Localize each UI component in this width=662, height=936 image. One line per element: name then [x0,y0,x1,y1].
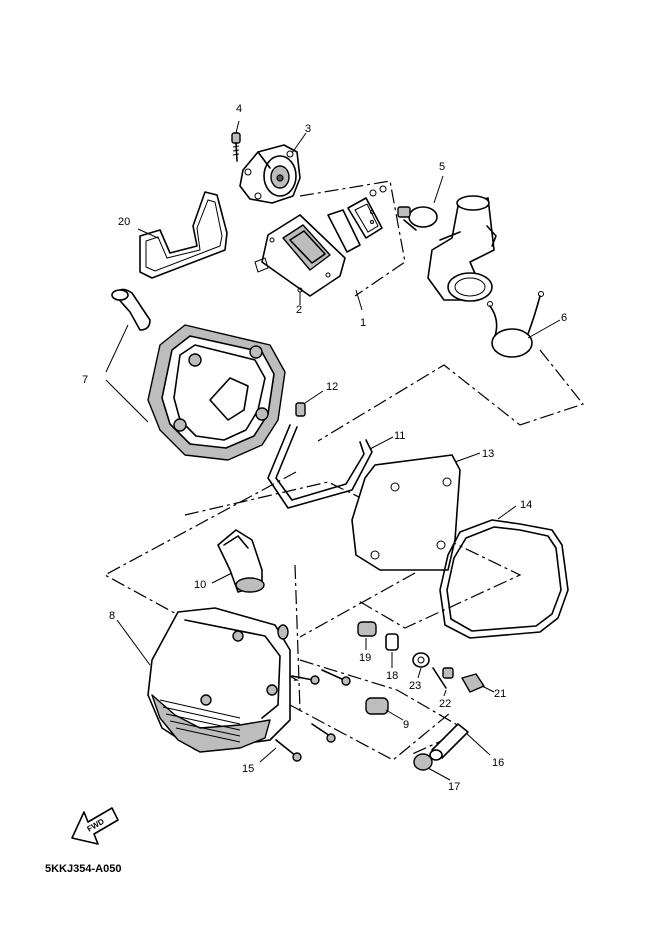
callout-19: 19 [359,652,371,664]
callout-4: 4 [236,103,242,115]
callout-12: 12 [326,381,338,393]
callout-20: 20 [118,216,130,228]
part-13-element-plate [351,452,481,571]
part-23-washer [412,652,430,679]
part-7-air-cleaner-cover [105,288,286,461]
callout-7: 7 [82,374,88,386]
callout-16: 16 [492,757,504,769]
callout-22: 22 [439,698,451,710]
part-15-screws [259,669,351,763]
part-5-hose-clamp [397,175,444,231]
part-2-reed-valve [254,214,346,305]
callout-6: 6 [561,312,567,324]
part-17-plug [413,753,451,781]
callout-10: 10 [194,579,206,591]
part-10-elbow-duct [211,529,265,593]
part-22-screw [432,667,454,697]
diagram-code: 5KKJ354-A050 [45,863,121,875]
callout-labels: 4 3 5 20 2 1 6 7 12 11 13 14 10 8 19 18 … [82,103,567,793]
callout-14: 14 [520,499,532,511]
part-21-bolt [461,673,495,693]
callout-9: 9 [403,719,409,731]
part-19-grommet [357,621,377,650]
part-18-collar [385,633,399,668]
part-1-reed-plate [327,185,387,311]
callout-8: 8 [109,610,115,622]
intake-joint-pipe [427,195,497,302]
callout-2: 2 [296,304,302,316]
callout-15: 15 [242,763,254,775]
part-9-grommet [365,697,404,721]
part-16-drain-tube [429,723,491,761]
callout-17: 17 [448,781,460,793]
callout-18: 18 [386,670,398,682]
callout-1: 1 [360,317,366,329]
part-12-sleeve [295,390,324,417]
part-3-valve-housing [239,132,307,204]
fwd-direction-arrow: FWD [71,807,119,845]
part-14-gasket [439,505,569,639]
part-6-spring-clip [487,291,561,358]
callout-23: 23 [409,680,421,692]
part-8-air-cleaner-case [116,607,291,753]
part-4-screw [231,120,241,162]
callout-11: 11 [394,430,405,442]
callout-21: 21 [494,688,506,700]
callout-13: 13 [482,448,494,460]
part-11-seal-strip [267,424,394,509]
callout-5: 5 [439,161,445,173]
callout-3: 3 [305,123,311,135]
part-20-bracket-plate [137,191,228,279]
